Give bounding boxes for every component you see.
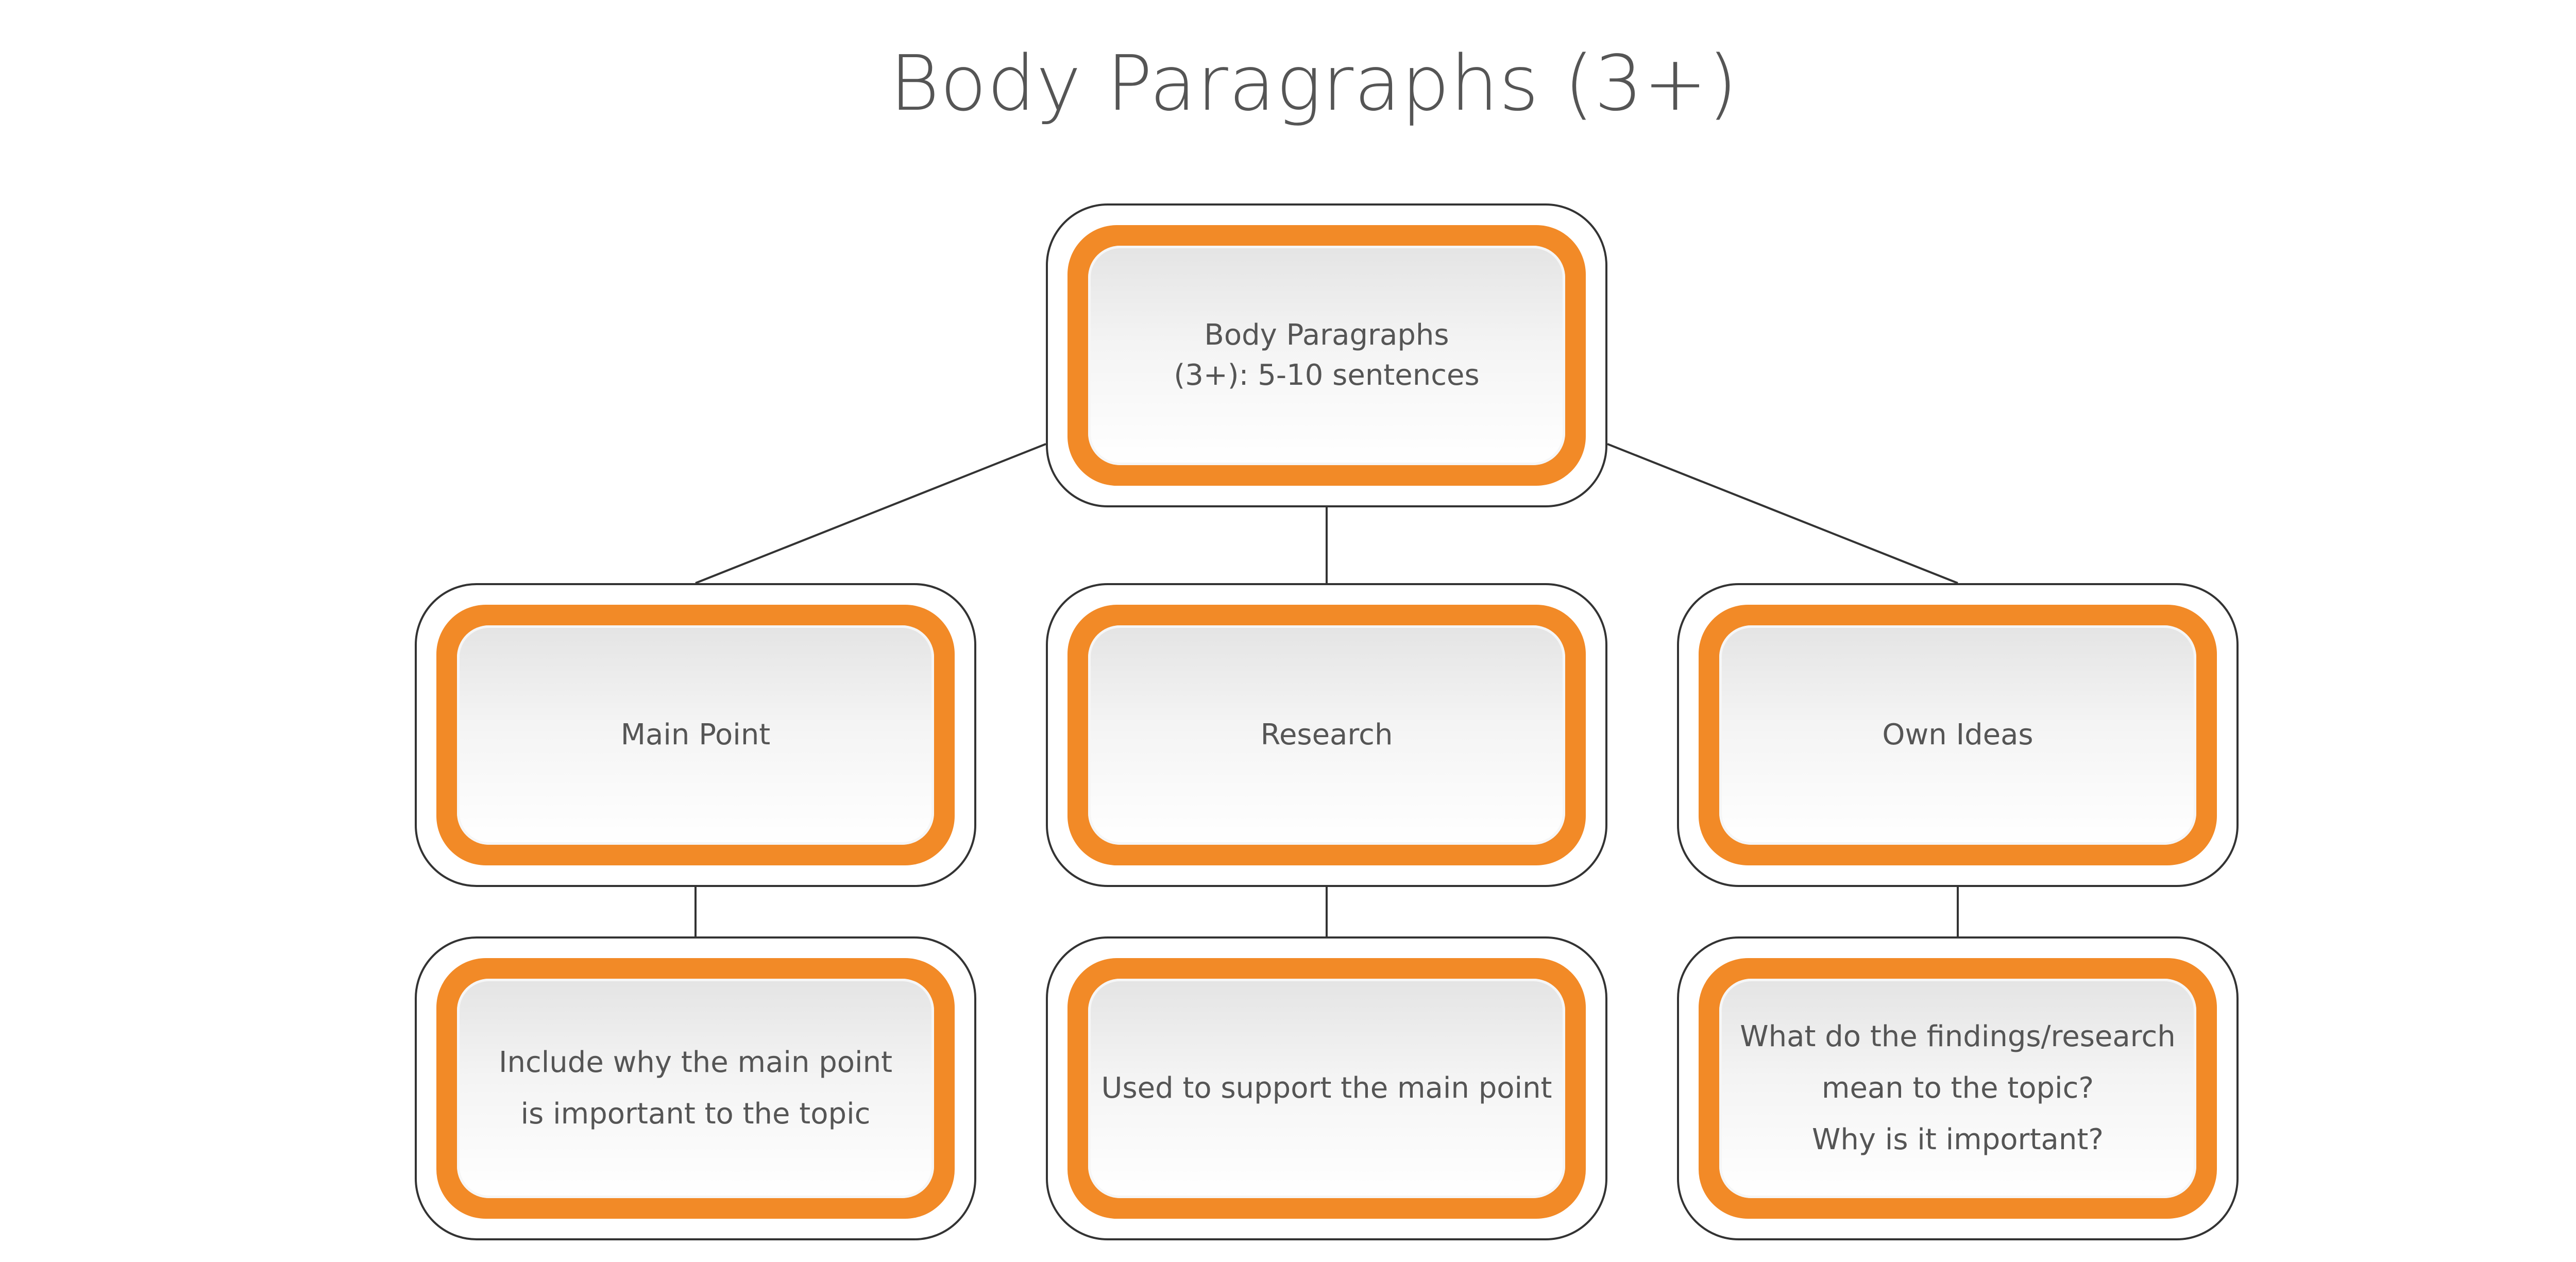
connector-root-main-point xyxy=(695,443,1046,584)
connector-root-own-ideas xyxy=(1607,443,1958,584)
node-own-ideas-detail: What do the findings/research mean to th… xyxy=(1677,936,2239,1240)
node-root: Body Paragraphs (3+): 5-10 sentences xyxy=(1046,203,1607,507)
node-own-ideas-label: Own Ideas xyxy=(1882,718,2033,752)
node-research: Research xyxy=(1046,583,1607,887)
node-main-point-detail-frame: Include why the main point is important … xyxy=(436,958,955,1219)
node-main-point-frame: Main Point xyxy=(436,605,955,865)
node-main-point-label: Main Point xyxy=(620,718,771,752)
node-main-point: Main Point xyxy=(415,583,976,887)
node-main-point-detail-label: Include why the main point is important … xyxy=(498,1046,893,1131)
node-root-frame: Body Paragraphs (3+): 5-10 sentences xyxy=(1067,225,1586,486)
node-own-ideas-detail-label: What do the findings/research mean to th… xyxy=(1740,1020,2176,1156)
node-research-detail-frame: Used to support the main point xyxy=(1067,958,1586,1219)
node-research-detail: Used to support the main point xyxy=(1046,936,1607,1240)
node-own-ideas: Own Ideas xyxy=(1677,583,2239,887)
node-own-ideas-frame: Own Ideas xyxy=(1699,605,2217,865)
node-research-frame: Research xyxy=(1067,605,1586,865)
node-research-label: Research xyxy=(1260,718,1393,752)
node-root-label: Body Paragraphs (3+): 5-10 sentences xyxy=(1174,318,1480,392)
node-main-point-detail: Include why the main point is important … xyxy=(415,936,976,1240)
node-research-detail-label: Used to support the main point xyxy=(1101,1071,1552,1105)
node-own-ideas-detail-frame: What do the findings/research mean to th… xyxy=(1699,958,2217,1219)
diagram-title: Body Paragraphs (3+) xyxy=(889,39,1738,128)
